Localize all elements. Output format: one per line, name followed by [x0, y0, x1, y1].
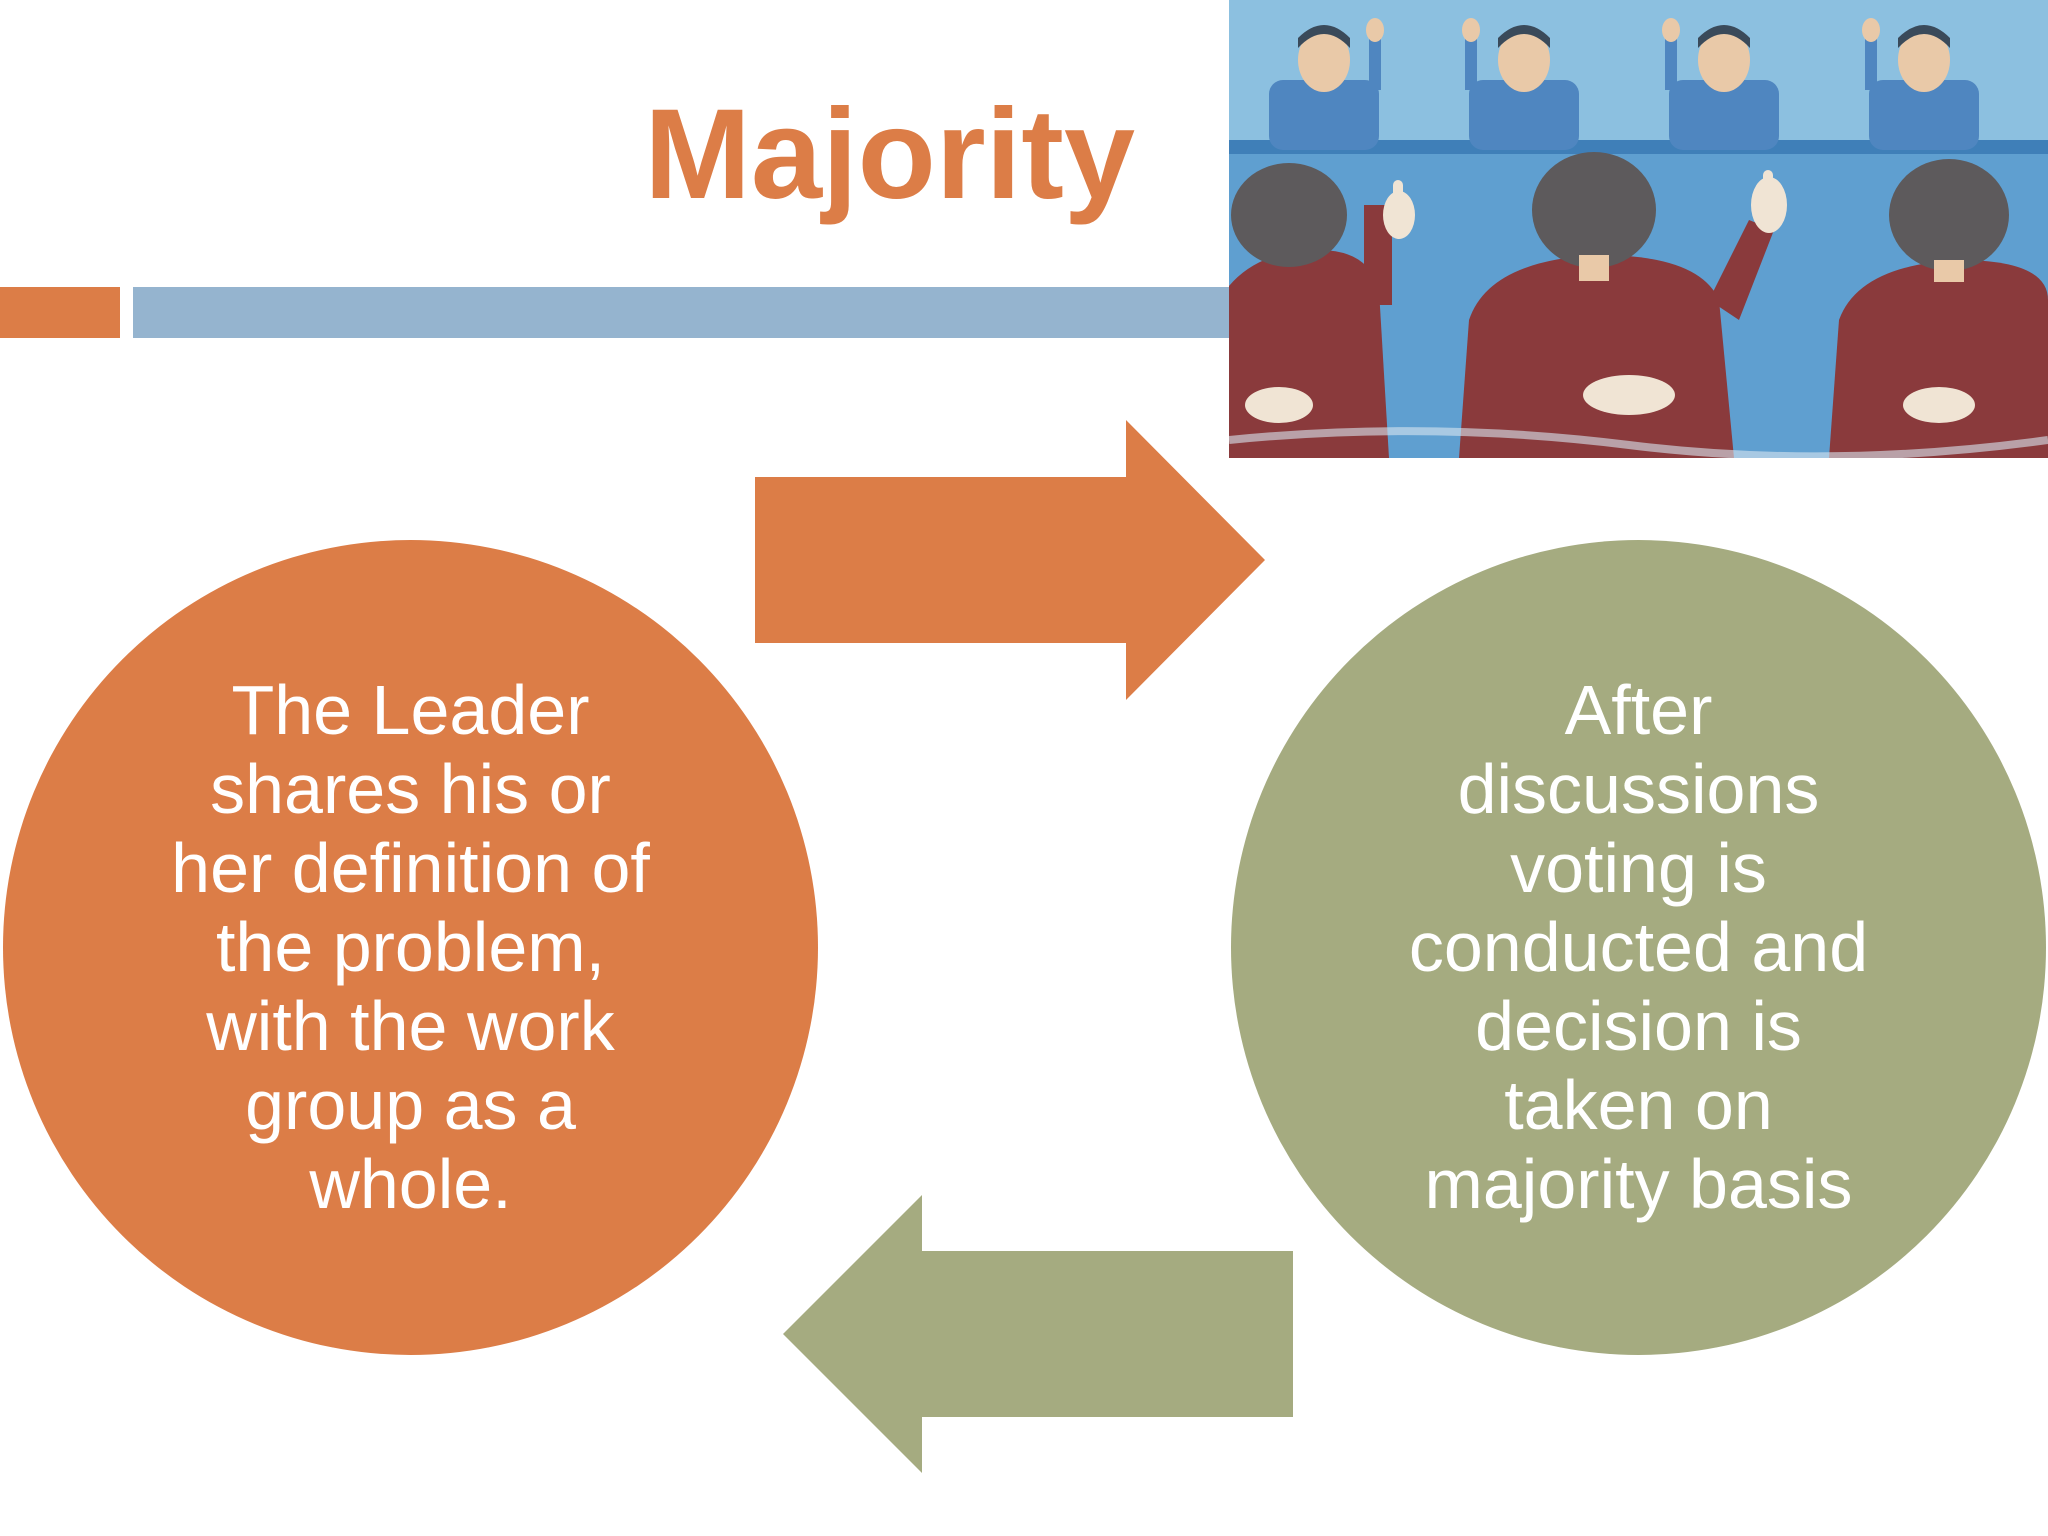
majority-vote-node: After discussions voting is conducted an… — [1231, 540, 2046, 1355]
leader-defines-problem-node: The Leader shares his or her definition … — [3, 540, 818, 1355]
accent-bar-orange — [0, 287, 120, 338]
arrow-left-icon — [783, 1195, 1293, 1473]
slide-title: Majority — [644, 83, 1135, 226]
front-row-figures — [1229, 152, 2048, 458]
back-row-figures — [1269, 18, 1979, 150]
accent-bar-blue — [133, 287, 1333, 338]
majority-vote-text: After discussions voting is conducted an… — [1408, 671, 1869, 1223]
leader-defines-problem-text: The Leader shares his or her definition … — [171, 671, 650, 1223]
arrow-right-icon — [755, 420, 1265, 700]
voting-illustration — [1229, 0, 2048, 458]
